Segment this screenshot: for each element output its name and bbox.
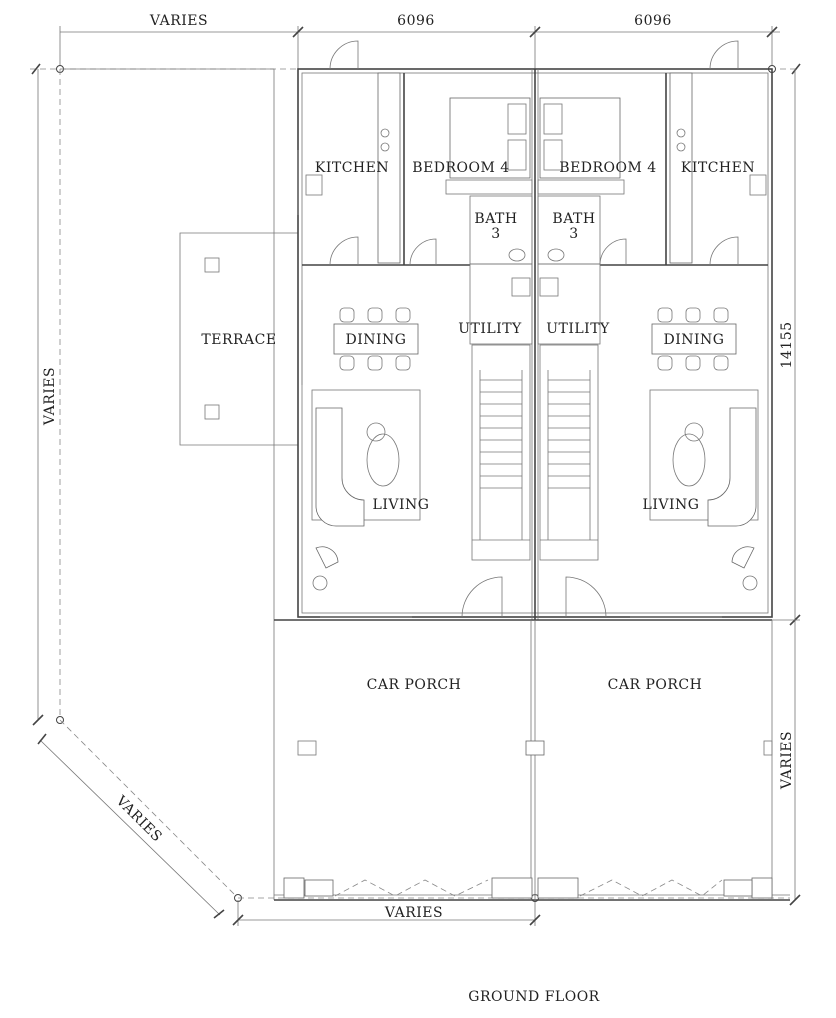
terrace-label: TERRACE: [201, 332, 276, 348]
living-label-left: LIVING: [373, 497, 430, 513]
car-porch: [274, 619, 790, 901]
bath-number-left: 3: [491, 226, 500, 242]
furniture: [305, 72, 767, 591]
walls: [297, 68, 773, 620]
utility-label-left: UTILITY: [458, 321, 522, 337]
bath-number-right: 3: [569, 226, 578, 242]
utility-label-right: UTILITY: [546, 321, 610, 337]
dim-bottom: VARIES: [384, 905, 443, 921]
dining-label-left: DINING: [346, 332, 407, 348]
dining-label-right: DINING: [664, 332, 725, 348]
car-porch-label-right: CAR PORCH: [608, 677, 703, 693]
dim-top-left: VARIES: [149, 13, 208, 29]
living-label-right: LIVING: [643, 497, 700, 513]
dim-diagonal: VARIES: [112, 792, 165, 845]
kitchen-label-left: KITCHEN: [315, 160, 389, 176]
dim-right-lower: VARIES: [779, 731, 795, 790]
dim-top-right: 6096: [634, 13, 672, 29]
doors: [329, 40, 739, 618]
bath-label-left: BATH: [474, 211, 517, 227]
bedroom-label-right: BEDROOM 4: [559, 160, 656, 176]
dim-left: VARIES: [42, 367, 58, 426]
bedroom-label-left: BEDROOM 4: [412, 160, 509, 176]
dim-top-mid: 6096: [397, 13, 435, 29]
dim-right-upper: 14155: [779, 321, 795, 368]
bath-label-right: BATH: [552, 211, 595, 227]
car-porch-label-left: CAR PORCH: [367, 677, 462, 693]
site-boundary: [60, 68, 299, 900]
kitchen-label-right: KITCHEN: [681, 160, 755, 176]
plan-caption: GROUND FLOOR: [468, 989, 599, 1005]
room-labels: TERRACE KITCHEN BEDROOM 4 BATH 3 UTILITY…: [201, 160, 755, 693]
